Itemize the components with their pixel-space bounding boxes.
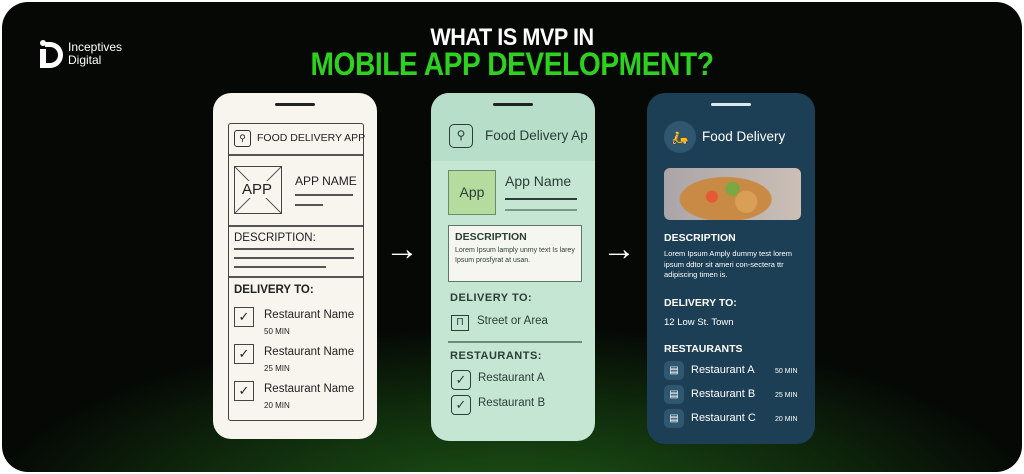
- address: 12 Low St. Town: [664, 317, 734, 328]
- scooter-icon: ⚲: [234, 130, 251, 147]
- brand-logo: Inceptives Digital: [40, 40, 122, 68]
- phone-notch: [711, 103, 751, 106]
- delivery-label: DELIVERY TO:: [450, 292, 533, 304]
- description-text: Lorem Ipsum Amply dummy test lorem ipsum…: [664, 249, 792, 279]
- phone-final-app: 🛵 Food Delivery DESCRIPTION Lorem Ipsum …: [647, 93, 815, 444]
- location-icon: Π: [451, 315, 469, 331]
- restaurant-icon: ▤: [664, 385, 684, 404]
- restaurant-icon: ▤: [664, 361, 684, 380]
- phone-notch: [275, 103, 315, 106]
- brand-name-line1: Inceptives: [68, 40, 123, 54]
- restaurants-label: RESTAURANTS:: [450, 350, 542, 362]
- restaurant-icon: ▤: [664, 409, 684, 428]
- arrow-right-icon: →: [385, 230, 419, 268]
- phone-mockup: ⚲ Food Delivery Ap App App Name DESCRIPT…: [431, 93, 595, 441]
- brand-name-line2: Digital: [68, 53, 102, 67]
- phone-wireframe: ⚲ FOOD DELIVERY APP APP APP NAME DESCRIP…: [213, 93, 377, 439]
- arrow-right-icon: →: [602, 230, 636, 268]
- scooter-icon: 🛵: [664, 121, 696, 153]
- phone-notch: [493, 103, 533, 106]
- app-header: Food Delivery: [702, 129, 786, 144]
- delivery-label: DELIVERY TO:: [664, 297, 737, 309]
- app-image-placeholder: APP: [234, 166, 282, 214]
- food-image: [664, 168, 801, 220]
- logo-icon: [40, 40, 64, 68]
- scooter-icon: ⚲: [449, 124, 473, 148]
- app-name: App Name: [505, 173, 572, 189]
- address[interactable]: Street or Area: [477, 315, 548, 327]
- description-card: DESCRIPTION Lorem Ipsum lamply unmy text…: [448, 225, 582, 282]
- delivery-label: DELIVERY TO:: [234, 284, 314, 296]
- description-title: DESCRIPTION: [664, 232, 736, 244]
- app-header: FOOD DELIVERY APP: [257, 132, 366, 144]
- restaurants-label: RESTAURANTS: [664, 343, 743, 355]
- app-icon: App: [448, 170, 496, 215]
- description-label: DESCRIPTION:: [234, 232, 316, 244]
- app-name: APP NAME: [295, 174, 357, 188]
- title-line1: WHAT IS MVP IN: [430, 24, 594, 51]
- title-line2: MOBILE APP DEVELOPMENT?: [310, 46, 714, 82]
- app-header: Food Delivery Ap: [485, 128, 588, 143]
